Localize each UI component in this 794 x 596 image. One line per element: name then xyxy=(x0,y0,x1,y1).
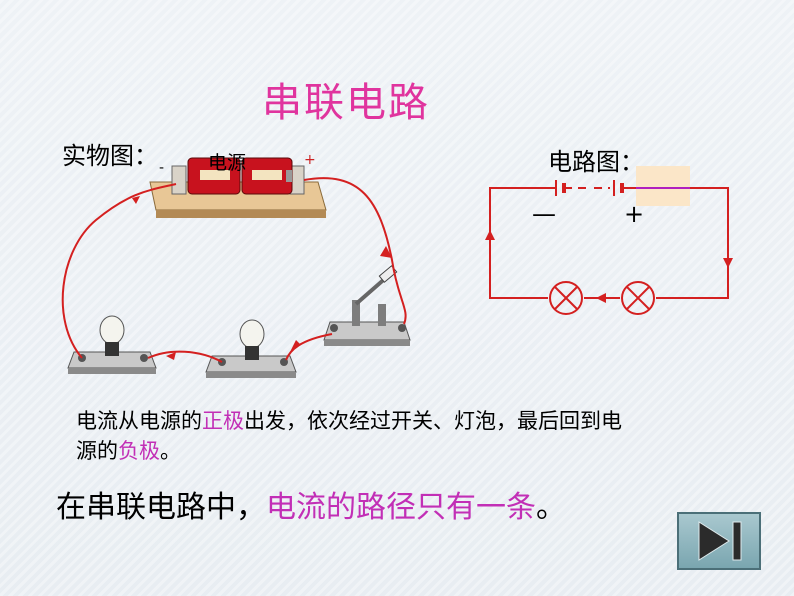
physical-wires xyxy=(61,177,407,363)
next-slide-button[interactable] xyxy=(677,512,761,570)
play-next-icon xyxy=(698,521,742,561)
circuit-diagram-label: 电路图： xyxy=(548,148,644,176)
description-line-2: 源的负极。 xyxy=(76,436,181,466)
switch-placeholder xyxy=(636,166,690,206)
lamp-board-right xyxy=(205,319,297,378)
description-text: 。 xyxy=(160,439,181,463)
physical-current-arrows xyxy=(132,196,392,360)
description-text: 源的 xyxy=(76,439,118,463)
battery-source-label: 电源 xyxy=(208,152,247,174)
negative-pole-highlight: 负极 xyxy=(118,439,160,463)
conclusion-part: 。 xyxy=(536,490,566,525)
description-text: 出发，依次经过开关、灯泡，最后回到电 xyxy=(244,409,622,433)
lamp-board-left xyxy=(67,315,157,374)
physical-diagram-label: 实物图： xyxy=(62,142,158,170)
battery-minus-mark: - xyxy=(159,160,164,176)
battery-board xyxy=(149,157,327,218)
conclusion-text: 在串联电路中，电流的路径只有一条。 xyxy=(56,482,566,526)
conclusion-part: 在串联电路中， xyxy=(56,490,266,525)
positive-pole-highlight: 正极 xyxy=(202,409,244,433)
description-line-1: 电流从电源的正极出发，依次经过开关、灯泡，最后回到电 xyxy=(76,406,622,436)
switch-board xyxy=(323,265,411,346)
description-text: 电流从电源的 xyxy=(76,409,202,433)
slide-title: 串联电路 xyxy=(262,80,430,126)
battery-plus-mark: + xyxy=(304,152,316,168)
schematic-minus-sign: — xyxy=(532,200,556,228)
conclusion-highlight: 电流的路径只有一条 xyxy=(266,490,536,525)
schematic-plus-sign: + xyxy=(624,200,644,228)
schematic-current-arrows xyxy=(485,230,733,303)
